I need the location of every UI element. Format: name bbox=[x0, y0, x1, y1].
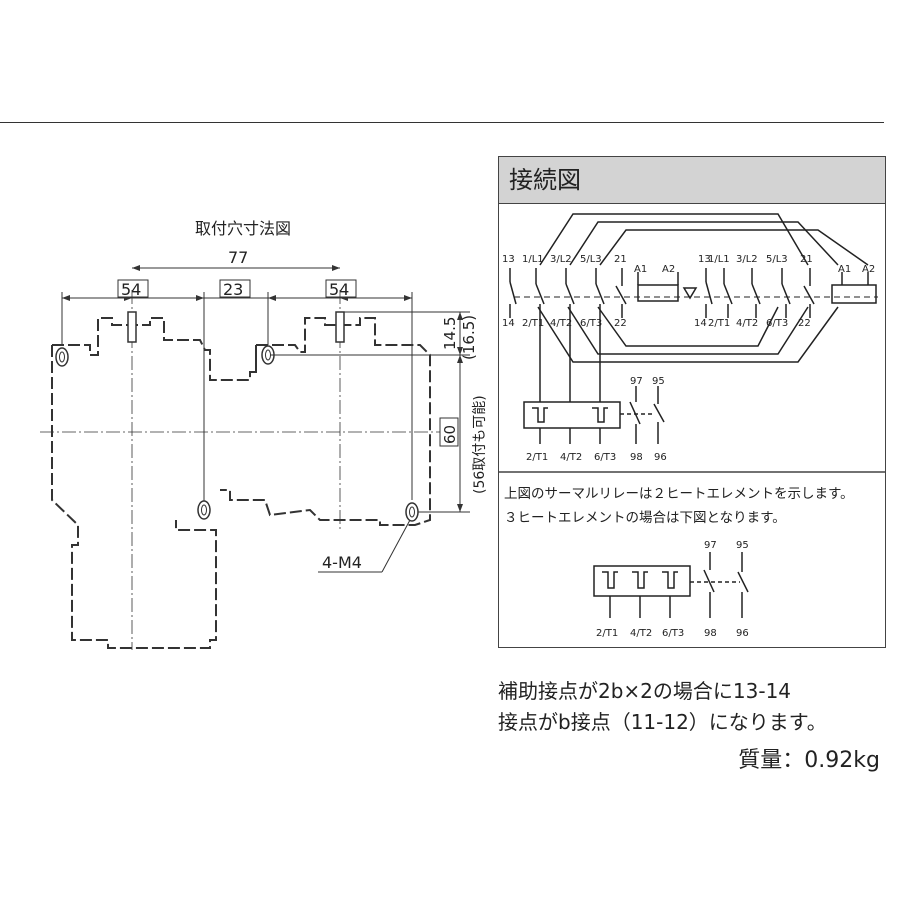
tl-3l2: 3/L2 bbox=[550, 254, 572, 265]
wiring-header: 接続図 bbox=[499, 157, 885, 204]
dim-77: 77 bbox=[228, 248, 248, 267]
bl-2t1: 2/T1 bbox=[522, 318, 544, 329]
dim-16-5: (16.5) bbox=[460, 315, 478, 360]
mounting-title: 取付穴寸法図 bbox=[195, 219, 291, 238]
br-22: 22 bbox=[798, 318, 811, 329]
bl-6t3: 6/T3 bbox=[580, 318, 602, 329]
screw-label: 4-M4 bbox=[322, 553, 362, 572]
thermal-relay-3 bbox=[593, 565, 691, 597]
note-line-1: 補助接点が2b×2の場合に13-14 bbox=[498, 679, 792, 703]
relay-out-6t3: 6/T3 bbox=[594, 452, 616, 463]
dim-54-right: 54 bbox=[329, 280, 349, 299]
bl-4t2: 4/T2 bbox=[550, 318, 572, 329]
tr-1l1: 1/L1 bbox=[708, 254, 730, 265]
tr-13: 13 bbox=[698, 254, 711, 265]
tl-1l1: 1/L1 bbox=[522, 254, 544, 265]
coil-right bbox=[831, 284, 877, 304]
tr-a1: A1 bbox=[838, 264, 851, 275]
relay3-out-4t2: 4/T2 bbox=[630, 628, 652, 639]
dim-56-note: (56取付も可能) bbox=[472, 395, 488, 494]
relay3-out-2t1: 2/T1 bbox=[596, 628, 618, 639]
relay3-out-98: 98 bbox=[704, 628, 717, 639]
relay-95: 95 bbox=[652, 376, 665, 387]
br-4t2: 4/T2 bbox=[736, 318, 758, 329]
tr-3l2: 3/L2 bbox=[736, 254, 758, 265]
tl-a2: A2 bbox=[662, 264, 675, 275]
br-14: 14 bbox=[694, 318, 707, 329]
br-6t3: 6/T3 bbox=[766, 318, 788, 329]
relay-note-2: ３ヒートエレメントの場合は下図となります。 bbox=[504, 510, 786, 526]
tr-a2: A2 bbox=[862, 264, 875, 275]
top-rule bbox=[0, 122, 884, 123]
tr-21: 21 bbox=[800, 254, 813, 265]
aux-contact-note: 補助接点が2b×2の場合に13-14 接点がb接点（11-12）になります。 bbox=[498, 676, 888, 738]
relay3-out-6t3: 6/T3 bbox=[662, 628, 684, 639]
mounting-hole-diagram: 取付穴寸法図 77 54 23 54 14.5 bbox=[40, 219, 488, 650]
bl-22: 22 bbox=[614, 318, 627, 329]
tl-a1: A1 bbox=[634, 264, 647, 275]
relay-out-96: 96 bbox=[654, 452, 667, 463]
coil-left bbox=[637, 284, 679, 302]
dim-23: 23 bbox=[223, 280, 243, 299]
dim-14-5: 14.5 bbox=[441, 317, 459, 350]
wiring-panel: 接続図 bbox=[498, 156, 886, 648]
relay3-out-96: 96 bbox=[736, 628, 749, 639]
tl-21: 21 bbox=[614, 254, 627, 265]
br-2t1: 2/T1 bbox=[708, 318, 730, 329]
dim-60: 60 bbox=[441, 425, 459, 444]
mount-hole-1 bbox=[55, 347, 69, 367]
wiring-diagram: 13 1/L1 3/L2 5/L3 21 A1 A2 13 1/L1 3/L2 … bbox=[498, 213, 886, 639]
tl-13: 13 bbox=[502, 254, 515, 265]
bl-14: 14 bbox=[502, 318, 515, 329]
note-line-2: 接点がb接点（11-12）になります。 bbox=[498, 710, 827, 734]
relay3-95: 95 bbox=[736, 540, 749, 551]
dim-54-left: 54 bbox=[121, 280, 141, 299]
relay3-97: 97 bbox=[704, 540, 717, 551]
tr-5l3: 5/L3 bbox=[766, 254, 788, 265]
mount-hole-4 bbox=[405, 502, 419, 522]
mount-hole-3 bbox=[197, 500, 211, 520]
tl-5l3: 5/L3 bbox=[580, 254, 602, 265]
relay-out-4t2: 4/T2 bbox=[560, 452, 582, 463]
relay-note-1: 上図のサーマルリレーは２ヒートエレメントを示します。 bbox=[504, 486, 854, 502]
relay-97: 97 bbox=[630, 376, 643, 387]
relay-out-98: 98 bbox=[630, 452, 643, 463]
relay-out-2t1: 2/T1 bbox=[526, 452, 548, 463]
thermal-relay-2 bbox=[523, 401, 621, 429]
weight-label: 質量：0.92kg bbox=[738, 748, 880, 773]
